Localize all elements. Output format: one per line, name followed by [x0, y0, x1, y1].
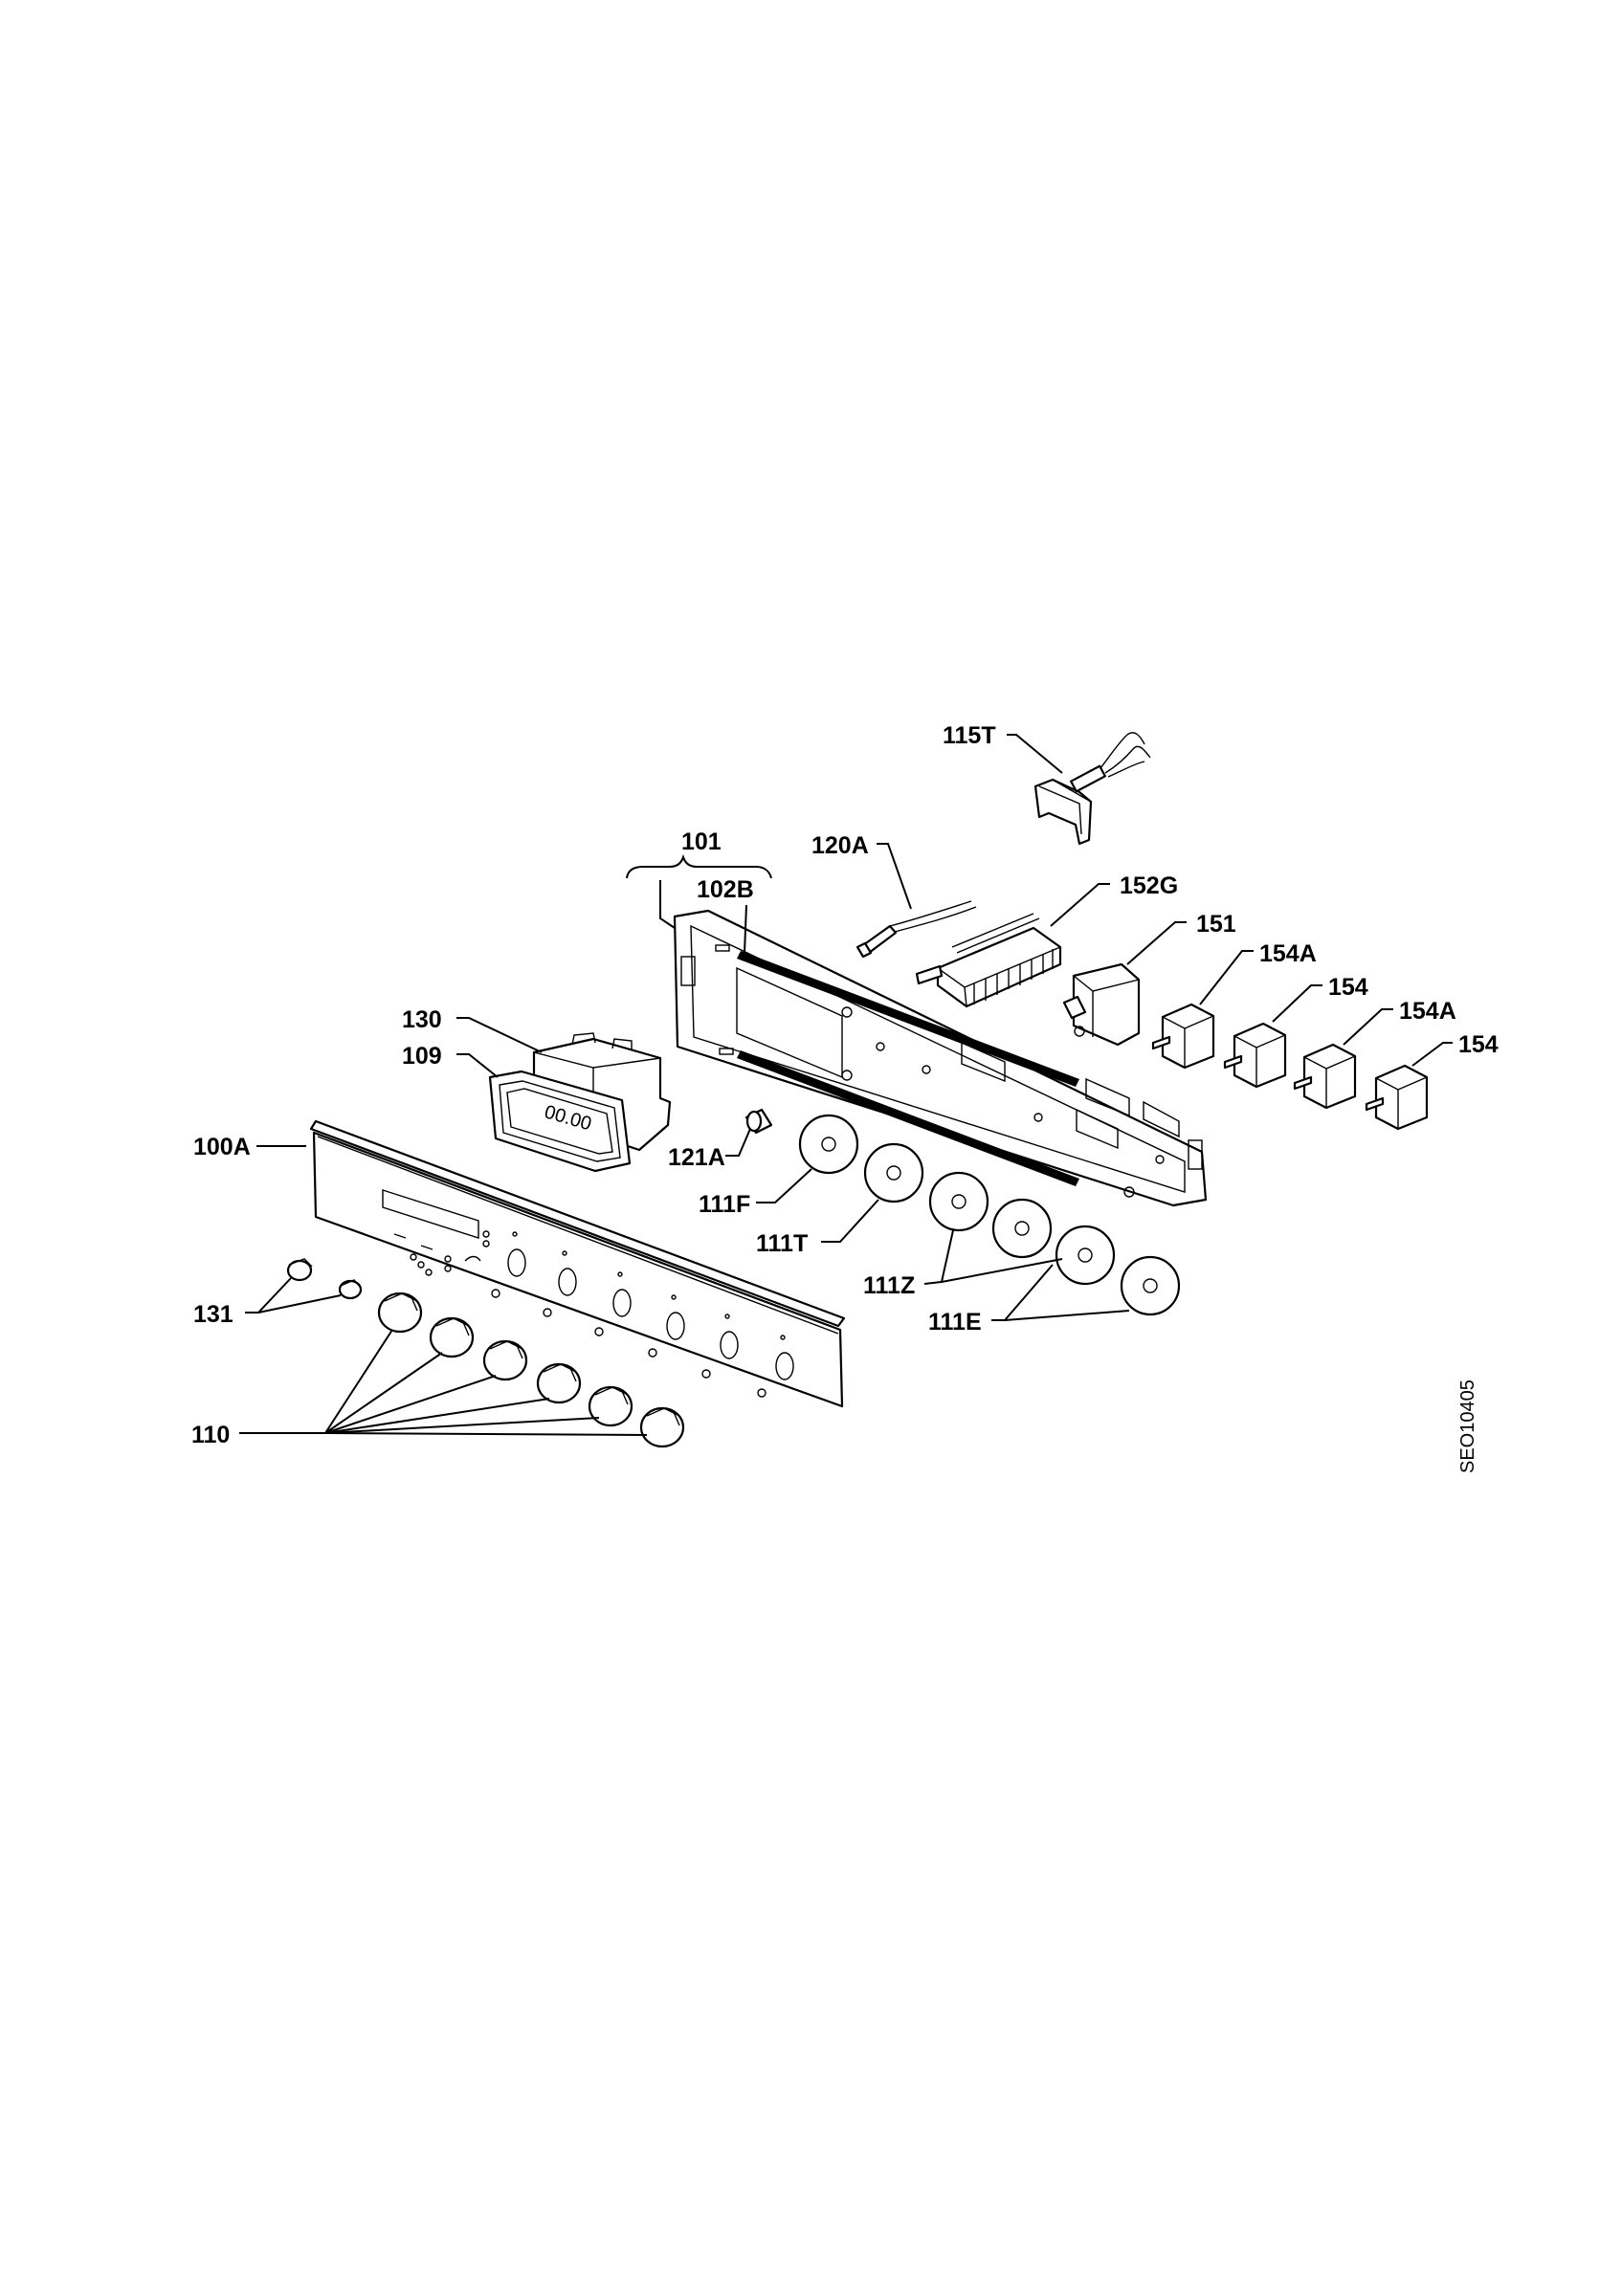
label-121A: 121A [668, 1144, 725, 1171]
part-154A-switch-1 [1151, 1003, 1215, 1070]
part-154-switch-2 [1365, 1064, 1429, 1131]
label-115T: 115T [943, 722, 996, 749]
knob-2 [429, 1316, 475, 1358]
label-110: 110 [191, 1422, 230, 1448]
label-101: 101 [681, 828, 722, 855]
part-131-buttons [286, 1258, 363, 1300]
knob-6 [639, 1406, 685, 1448]
label-100A: 100A [193, 1134, 251, 1160]
label-151: 151 [1196, 911, 1236, 938]
label-111T: 111T [756, 1230, 808, 1257]
part-115T-sensor [1033, 732, 1151, 846]
part-109-display-window: 00.00 [488, 1070, 632, 1173]
washer-111Z-2 [1055, 1225, 1116, 1286]
label-102B: 102B [697, 876, 754, 903]
knob-1 [377, 1292, 423, 1334]
label-154-1: 154 [1328, 974, 1368, 1001]
knob-4 [536, 1362, 582, 1404]
label-154-2: 154 [1458, 1031, 1499, 1058]
label-131: 131 [193, 1301, 233, 1328]
washer-111F [798, 1114, 859, 1175]
label-154A-2: 154A [1399, 998, 1456, 1025]
part-120A-wire [855, 900, 977, 959]
knob-3 [482, 1339, 528, 1381]
label-152G: 152G [1120, 872, 1178, 899]
label-154A-1: 154A [1259, 940, 1317, 967]
label-111F: 111F [699, 1191, 750, 1218]
washer-111E-2 [1120, 1255, 1181, 1316]
label-109: 109 [402, 1043, 442, 1070]
part-102B-strips [737, 951, 1079, 1186]
part-labels: 115T 120A 101 102B 152G 151 154A 154 154… [191, 722, 1499, 1448]
washer-111T [863, 1142, 924, 1203]
part-152G-switch [915, 913, 1062, 1008]
part-154A-switch-2 [1293, 1043, 1357, 1110]
part-100A-front-panel [309, 1119, 846, 1408]
washer-111Z-1 [928, 1171, 989, 1232]
drawing-code: SEO10405 [1457, 1380, 1478, 1473]
part-154-switch-1 [1223, 1022, 1287, 1089]
knob-5 [588, 1385, 633, 1427]
washer-111E-1 [991, 1198, 1053, 1259]
washers-111 [798, 1114, 1181, 1316]
part-151-regulator [1062, 962, 1141, 1047]
label-111E: 111E [928, 1309, 982, 1336]
part-121A-lamp [744, 1108, 773, 1135]
label-120A: 120A [811, 832, 869, 859]
label-130: 130 [402, 1006, 442, 1033]
label-111Z: 111Z [863, 1272, 915, 1299]
part-110-knobs [377, 1292, 685, 1448]
leader-lines [239, 734, 1453, 1436]
